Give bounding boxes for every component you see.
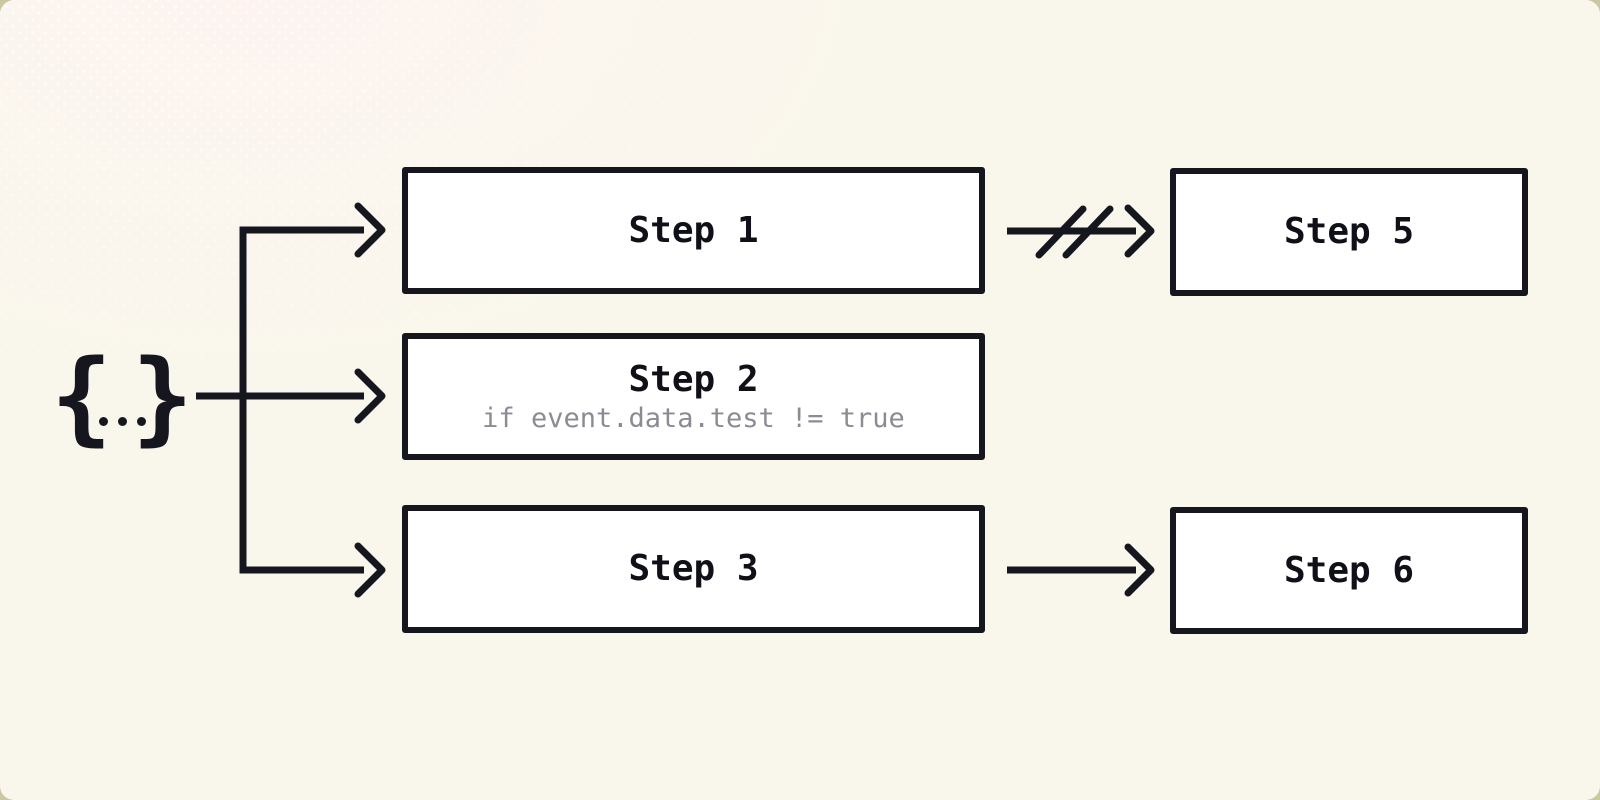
broken-slash-2 <box>1062 205 1114 259</box>
ellipsis-dot <box>136 416 146 426</box>
node-title: Step 2 <box>628 358 759 400</box>
edge-source-step1 <box>239 226 364 396</box>
ellipsis-dot <box>98 416 108 426</box>
node-step-2: Step 2 if event.data.test != true <box>402 333 985 460</box>
ellipsis-dot <box>117 416 127 426</box>
node-title: Step 5 <box>1283 211 1415 252</box>
node-condition: if event.data.test != true <box>482 402 905 434</box>
node-step-3: Step 3 <box>402 505 985 633</box>
open-brace: { <box>50 338 113 457</box>
node-step-5: Step 5 <box>1170 168 1528 296</box>
arrowhead-step2 <box>354 368 386 424</box>
node-title: Step 6 <box>1283 549 1415 591</box>
node-step-1: Step 1 <box>402 167 985 294</box>
arrowhead-step1 <box>354 202 386 258</box>
node-step-6: Step 6 <box>1170 507 1528 634</box>
arrowhead-step5 <box>1124 204 1155 258</box>
node-title: Step 1 <box>628 209 759 251</box>
close-brace: } <box>131 338 194 457</box>
arrowhead-step3 <box>354 542 386 598</box>
arrowhead-step6 <box>1124 543 1155 597</box>
node-title: Step 3 <box>628 548 759 589</box>
broken-slash-1 <box>1035 205 1087 259</box>
ellipsis-dots <box>97 416 148 426</box>
edge-source-step3 <box>239 396 364 574</box>
json-object-icon: { } <box>50 338 194 457</box>
